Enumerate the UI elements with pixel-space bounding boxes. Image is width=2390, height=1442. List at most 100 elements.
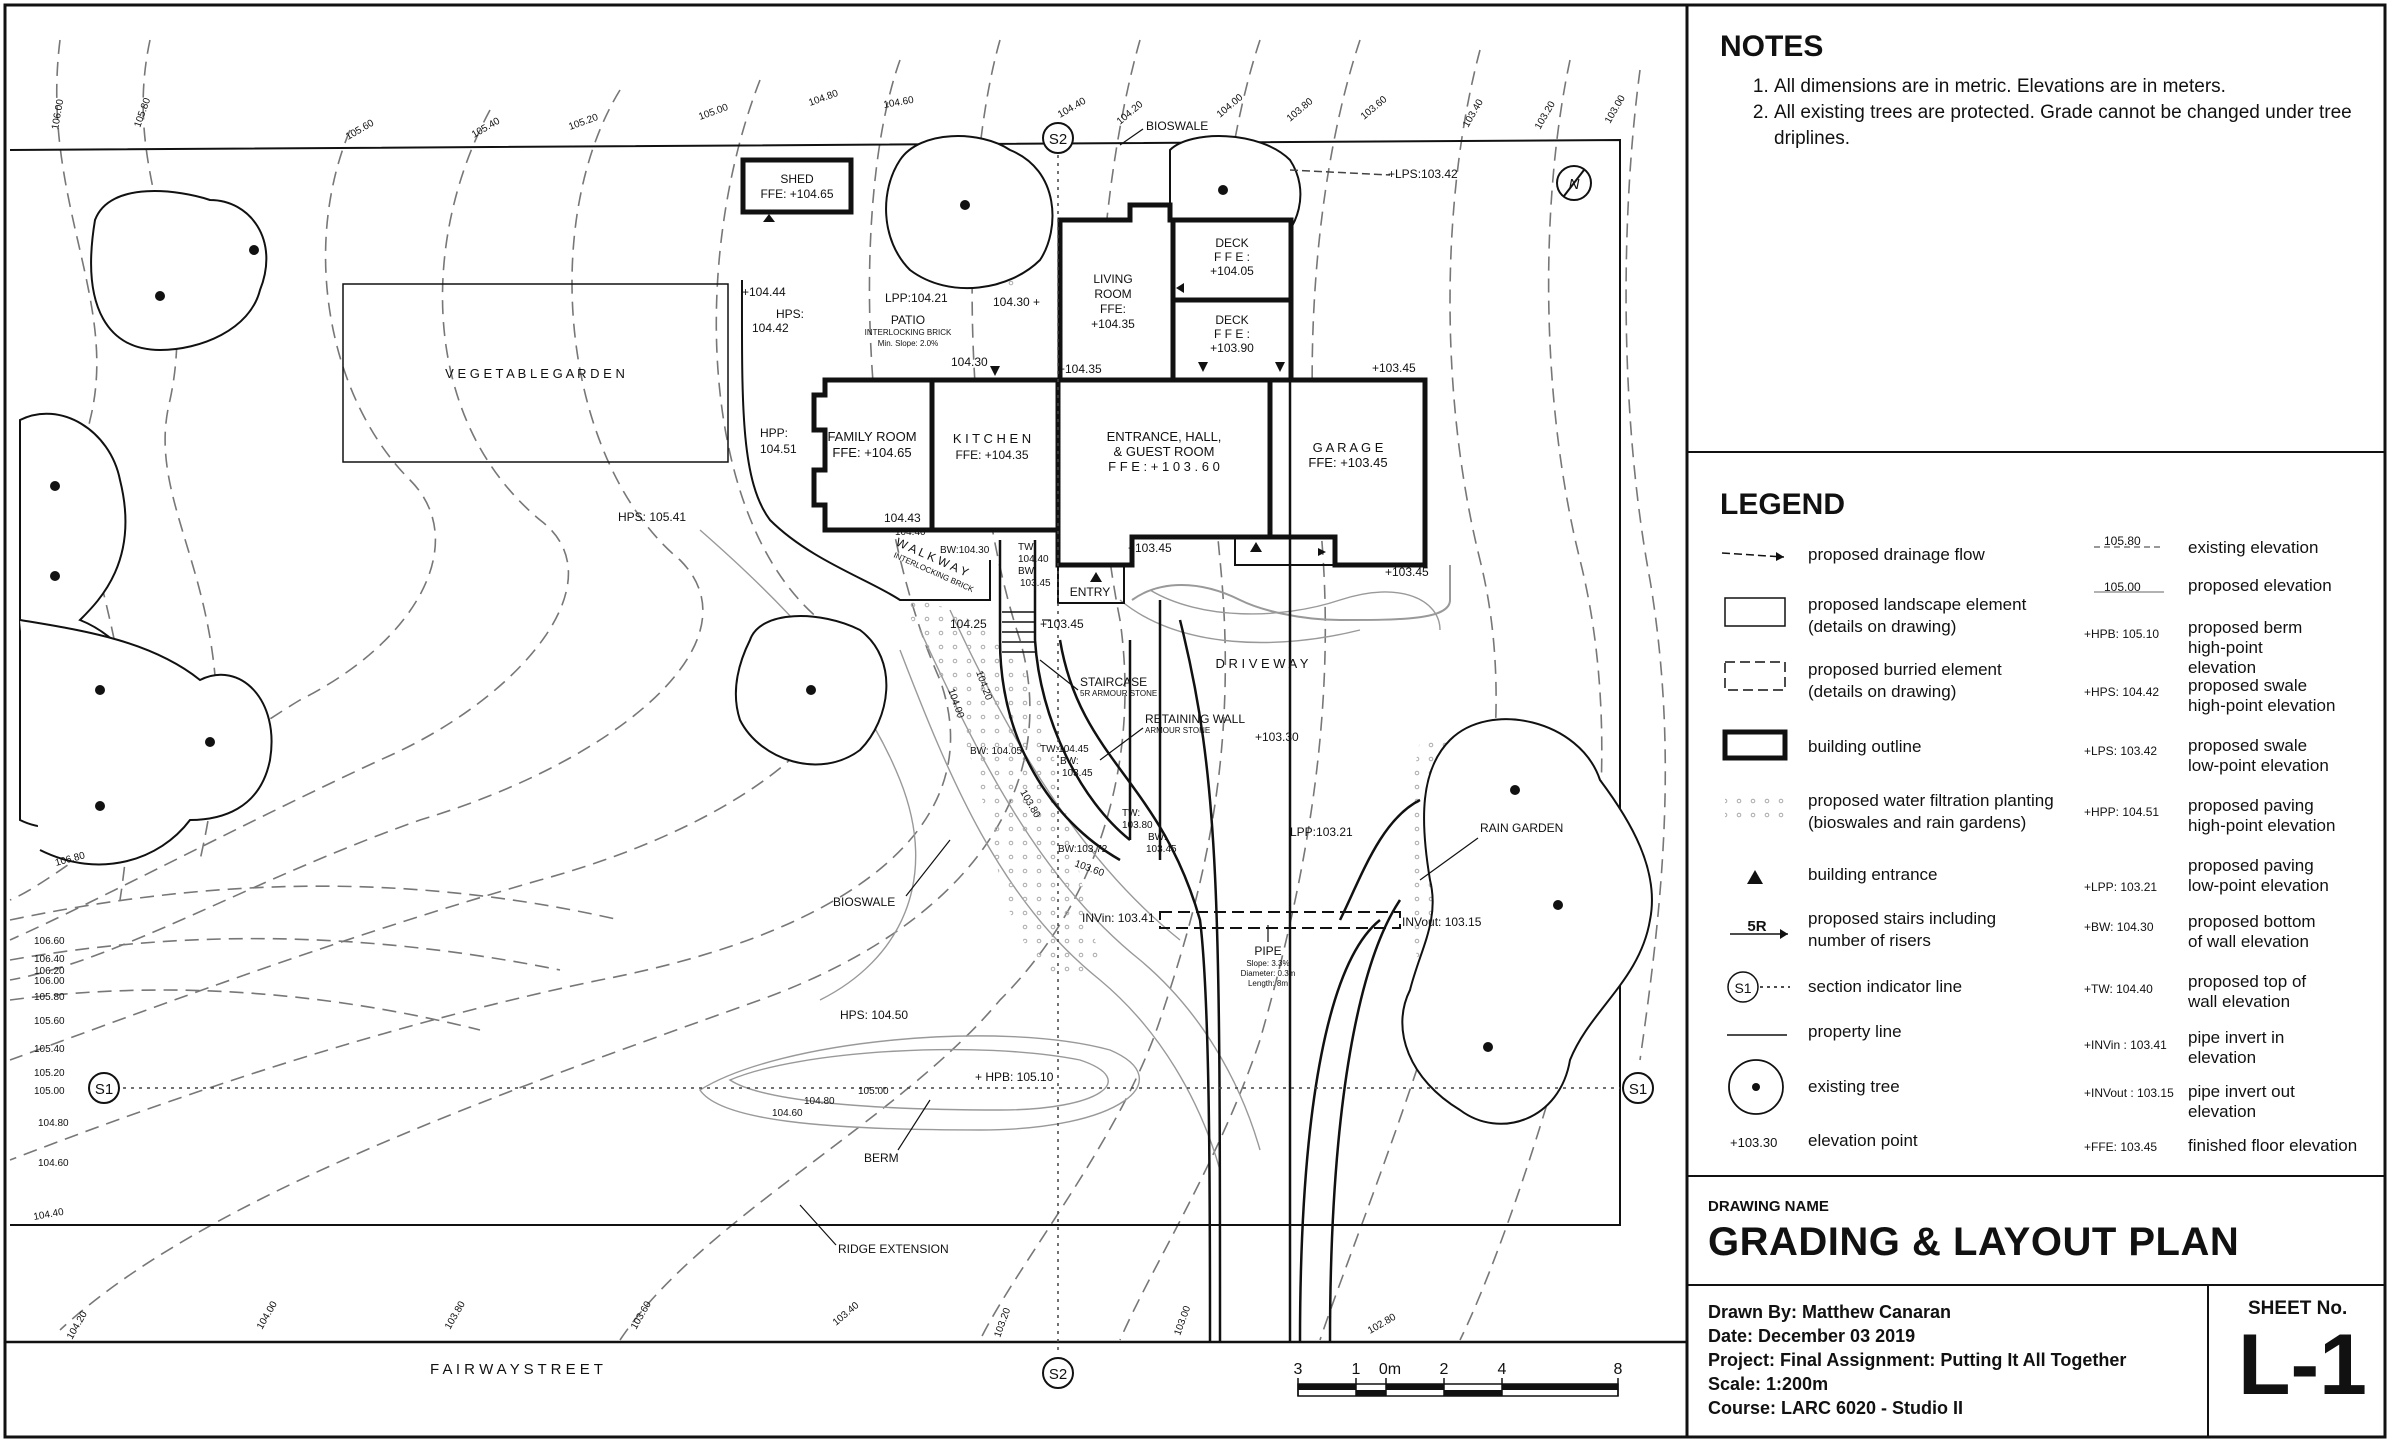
drawing-name: GRADING & LAYOUT PLAN [1708, 1220, 2240, 1264]
svg-text:105.80: 105.80 [132, 96, 153, 129]
svg-text:TW:: TW: [1018, 542, 1036, 553]
entrance-ffe-label: F F E : + 1 0 3 . 6 0 [1108, 459, 1220, 474]
legend-sample: +HPP: 104.51 [2084, 805, 2160, 819]
svg-text:N: N [1569, 176, 1580, 193]
legend-label: building outline [1808, 737, 1922, 756]
svg-text:BW: 104.05: BW: 104.05 [970, 746, 1023, 757]
svg-text:104.20: 104.20 [1115, 99, 1146, 127]
legend-label: proposed bottom of wall elevation [2188, 912, 2316, 951]
svg-text:106.60: 106.60 [34, 936, 65, 947]
sheet-number: L-1 [2238, 1317, 2367, 1413]
drainage-arrows [1040, 169, 1391, 621]
svg-text:104.42: 104.42 [752, 321, 789, 335]
svg-text:+104.44: +104.44 [742, 285, 786, 299]
retaining-wall-label: RETAINING WALL [1145, 712, 1245, 726]
scale-bar [1297, 1378, 1619, 1397]
svg-text:+103.45: +103.45 [1372, 361, 1416, 375]
notes-panel: NOTES All dimensions are in metric. Elev… [1720, 30, 2370, 152]
entrance-label-2: & GUEST ROOM [1114, 444, 1215, 459]
svg-text:INVin: 103.41: INVin: 103.41 [1082, 911, 1155, 925]
svg-text:104.40: 104.40 [33, 1207, 65, 1223]
bioswale-top-label: BIOSWALE [1146, 119, 1208, 133]
retaining-wall-sub-label: ARMOUR STONE [1145, 726, 1210, 735]
deck2-label: DECK [1215, 313, 1248, 327]
svg-text:TW:: TW: [1122, 808, 1140, 819]
spot-elevations: +LPS:103.42 +104.44 HPS: 104.42 LPP:104.… [618, 167, 1482, 1022]
family-ffe-label: FFE: +104.65 [832, 445, 911, 460]
berm-label: BERM [864, 1151, 899, 1165]
legend-title: LEGEND [1720, 488, 1846, 521]
legend-symbols [1721, 546, 2164, 1115]
rain-garden-label: RAIN GARDEN [1480, 821, 1563, 835]
svg-text:LPP:103.21: LPP:103.21 [1290, 825, 1353, 839]
svg-text:104.60: 104.60 [38, 1158, 69, 1169]
living-ffe-label: FFE: [1100, 302, 1126, 316]
driveway-outline [1131, 565, 1451, 622]
building-entrances [763, 214, 1326, 582]
svg-text:104.30: 104.30 [951, 355, 988, 369]
legend-sample: +LPP: 103.21 [2084, 880, 2158, 894]
svg-text:LPP:104.21: LPP:104.21 [885, 291, 948, 305]
svg-text:105.60: 105.60 [344, 118, 376, 143]
svg-text:8: 8 [1614, 1361, 1623, 1378]
staircase [1002, 611, 1035, 653]
notes-list: All dimensions are in metric. Elevations… [1720, 74, 2370, 152]
drawing-info: Drawn By: Matthew Canaran Date: December… [1708, 1300, 2126, 1420]
legend-sample: +TW: 104.40 [2084, 982, 2153, 996]
legend-label: existing tree [1808, 1077, 1900, 1096]
svg-text:HPS: 105.41: HPS: 105.41 [618, 510, 686, 524]
svg-text:BW:: BW: [1148, 832, 1167, 843]
garage-apron [1234, 536, 1336, 566]
svg-text:106.00: 106.00 [50, 98, 66, 130]
svg-text:103.45: 103.45 [1146, 844, 1177, 855]
section-s2-top: S2 [1049, 131, 1067, 148]
drawing-scale: Scale: 1:200m [1708, 1374, 1829, 1394]
svg-text:104.20: 104.20 [65, 1309, 90, 1341]
svg-text:3: 3 [1294, 1361, 1303, 1378]
svg-text:+103.30: +103.30 [1255, 730, 1299, 744]
legend-sample: +LPS: 103.42 [2084, 744, 2158, 758]
legend-section-symbol: S1 [1734, 980, 1751, 996]
existing-contours [9, 39, 1667, 1341]
svg-text:105.40: 105.40 [34, 1044, 65, 1055]
leader-lines [799, 128, 1479, 1246]
course-name: Course: LARC 6020 - Studio II [1708, 1398, 1964, 1418]
legend-sample: +INVin : 103.41 [2084, 1038, 2167, 1052]
kitchen-label: K I T C H E N [953, 431, 1031, 446]
deck1-ffe-value: +104.05 [1210, 264, 1254, 278]
legend-panel: LEGEND [1720, 488, 2370, 522]
legend-sample: +HPB: 105.10 [2084, 627, 2160, 641]
svg-text:104.00: 104.00 [255, 1299, 280, 1331]
svg-text:INVout: 103.15: INVout: 103.15 [1402, 915, 1482, 929]
deck1-label: DECK [1215, 236, 1248, 250]
legend-label: pipe invert out elevation [2188, 1082, 2295, 1121]
entry-box [1057, 564, 1125, 604]
pipe-length-label: Length: 8m [1248, 979, 1288, 988]
scale-bar-labels: 3 1 0m 2 4 8 [1294, 1361, 1623, 1378]
legend-label: property line [1808, 1022, 1902, 1041]
patio-sub-label: INTERLOCKING BRICK [865, 328, 952, 337]
legend-label: proposed drainage flow [1808, 545, 1985, 564]
svg-text:HPS: 104.50: HPS: 104.50 [840, 1008, 908, 1022]
north-arrow: N [1556, 165, 1592, 201]
drawn-by: Drawn By: Matthew Canaran [1708, 1302, 1952, 1322]
garage-label: G A R A G E [1313, 440, 1384, 455]
svg-text:104.40: 104.40 [895, 527, 926, 538]
property-line [9, 138, 1621, 1226]
svg-text:105.60: 105.60 [34, 1016, 65, 1027]
pipe-diameter-label: Diameter: 0.3m [1241, 969, 1296, 978]
note-item: All existing trees are protected. Grade … [1774, 100, 2370, 152]
drawing-name-label: DRAWING NAME [1708, 1198, 1829, 1215]
project-name: Project: Final Assignment: Putting It Al… [1708, 1350, 2127, 1370]
svg-text:103.45: 103.45 [1062, 768, 1093, 779]
svg-text:BW:: BW: [1060, 756, 1079, 767]
deck1-ffe-label: F F E : [1214, 250, 1250, 264]
svg-text:+103.45: +103.45 [1385, 565, 1429, 579]
living-room-label-2: ROOM [1094, 287, 1131, 301]
svg-text:BW:103.72: BW:103.72 [1058, 844, 1108, 855]
patio-label: PATIO [891, 313, 925, 327]
sheet-border [3, 3, 2387, 1439]
vegetable-garden-label: V E G E T A B L E G A R D E N [445, 366, 625, 381]
staircase-sub-label: 5R ARMOUR STONE [1080, 689, 1157, 698]
entrance-label: ENTRANCE, HALL, [1107, 429, 1222, 444]
